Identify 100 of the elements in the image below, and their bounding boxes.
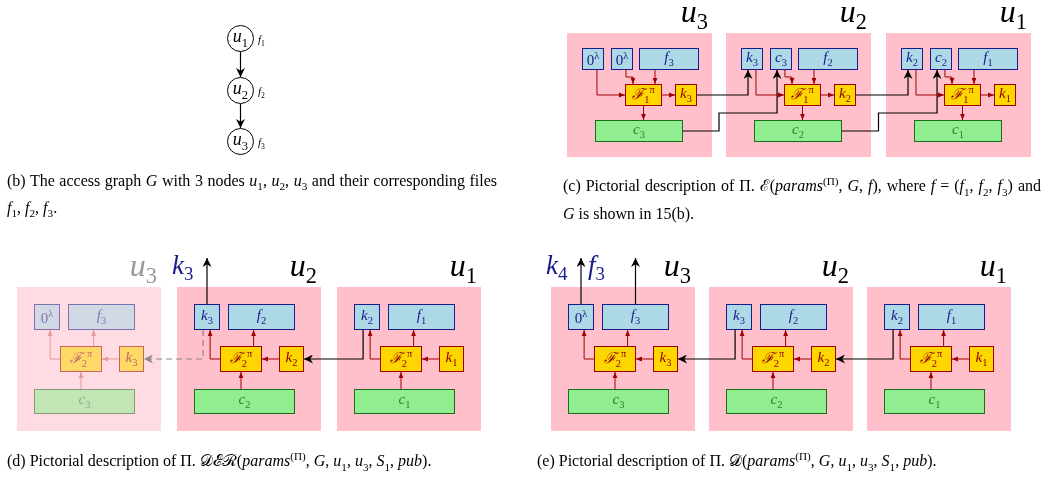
arrow (238, 371, 244, 390)
arrow (661, 92, 676, 98)
arrow (897, 329, 911, 360)
caption: (c) Pictorial description of Π. ℰ(params$^{(Π)}$, G, f), where f = (f$_{1}$, f$_{2}$, f$_{3}$) and G is shown in 15(b). (563, 174, 1041, 225)
arrow (682, 69, 782, 132)
ciphertext-box: c$_{2}$ (194, 389, 295, 414)
ciphertext-box: c$_{1}$ (884, 389, 985, 414)
key-box: k$_{2}$ (811, 346, 836, 372)
arrow (755, 69, 785, 98)
caption: (d) Pictorial description of Π. 𝒟ℰℛ(params$^{(Π)}$, G, u$_{1}$, u$_{3}$, S$_{1}$, pub). (7, 449, 433, 475)
arrow (78, 371, 84, 390)
arrow (811, 69, 817, 85)
input-box: 0$^{λ}$ (611, 48, 633, 70)
arrow (855, 69, 913, 96)
input-box: f$_{1}$ (388, 304, 455, 330)
node-heading: u$_{3}$ (663, 247, 691, 291)
arrow (941, 329, 946, 347)
file-label: f$_{1}$ (258, 33, 265, 49)
output-label: k$_{3}$ (172, 250, 194, 290)
caption: (b) The access graph G with 3 nodes u$_{1}$, u$_{2}$, u$_{3}$ and their corresponding files f$_{1}$, f$_{2}$, f$_{3}$. (7, 171, 497, 222)
input-box: k$_{2}$ (354, 304, 380, 330)
ciphertext-box: c$_{1}$ (914, 120, 1002, 142)
input-box: f$_{1}$ (918, 304, 985, 330)
input-box: k$_{3}$ (726, 304, 752, 330)
input-box: k$_{2}$ (901, 48, 923, 70)
arrow (101, 356, 120, 362)
file-label: f$_{3}$ (258, 136, 265, 152)
arrow (635, 356, 654, 362)
node-heading: u$_{2}$ (839, 0, 867, 37)
input-box: f$_{3}$ (68, 304, 135, 330)
arrow (677, 329, 736, 364)
input-box: f$_{1}$ (958, 48, 1018, 70)
arrow (91, 329, 96, 347)
output-label: f$_{3}$ (588, 250, 605, 290)
key-box: k$_{1}$ (969, 346, 994, 372)
arrow (398, 371, 404, 390)
ciphertext-box: c$_{3}$ (595, 120, 683, 142)
arrow (625, 329, 630, 347)
key-box: k$_{1}$ (994, 84, 1016, 106)
arrow (800, 105, 805, 121)
ciphertext-box: c$_{3}$ (34, 389, 135, 414)
arrow (303, 329, 364, 364)
arrow (625, 69, 636, 85)
arrow (944, 69, 955, 85)
key-box: k$_{3}$ (675, 84, 697, 106)
key-box: k$_{1}$ (439, 346, 464, 372)
arrow (770, 371, 776, 390)
arrow (367, 329, 381, 360)
arrow (641, 105, 646, 121)
arrow (783, 329, 788, 347)
node-heading: u$_{3}$ (129, 247, 157, 291)
arrow (576, 257, 586, 305)
input-box: f$_{3}$ (602, 304, 669, 330)
ciphertext-box: c$_{1}$ (354, 389, 455, 414)
arrow (261, 356, 280, 362)
arrow (928, 371, 934, 390)
file-label: f$_{2}$ (258, 85, 265, 101)
key-box: k$_{3}$ (653, 346, 678, 372)
arrow (652, 69, 658, 85)
caption: (e) Pictorial description of Π. 𝒟(params$^{(Π)}$, G, u$_{1}$, u$_{3}$, S$_{1}$, pub). (537, 449, 938, 475)
arrow (47, 329, 61, 360)
arrow (915, 69, 945, 98)
arrow (784, 69, 795, 85)
input-box: 0$^{λ}$ (582, 48, 604, 70)
arrow (820, 92, 835, 98)
input-box: 0$^{λ}$ (34, 304, 60, 330)
input-box: k$_{3}$ (194, 304, 220, 330)
arrow (421, 356, 440, 362)
arrow (596, 69, 626, 98)
arrow (143, 329, 204, 364)
arrow (236, 51, 245, 78)
input-box: c$_{2}$ (930, 48, 952, 70)
input-box: k$_{2}$ (884, 304, 910, 330)
arrow (236, 103, 245, 129)
node-heading: u$_{2}$ (289, 247, 317, 291)
arrow (411, 329, 416, 347)
arrow (251, 329, 256, 347)
arrow (581, 329, 595, 360)
ciphertext-box: c$_{2}$ (726, 389, 827, 414)
arrow (207, 329, 221, 360)
node-heading: u$_{1}$ (449, 247, 477, 291)
input-box: f$_{3}$ (639, 48, 699, 70)
arrow (202, 257, 212, 305)
key-box: k$_{2}$ (279, 346, 304, 372)
input-box: k$_{3}$ (741, 48, 763, 70)
arrow (612, 371, 618, 390)
arrow (793, 356, 812, 362)
ciphertext-box: c$_{2}$ (754, 120, 842, 142)
arrow (841, 69, 942, 132)
arrow (960, 105, 965, 121)
input-box: c$_{3}$ (770, 48, 792, 70)
node-heading: u$_{3}$ (680, 0, 708, 37)
arrow (980, 92, 995, 98)
arrow (971, 69, 977, 85)
node-heading: u$_{1}$ (999, 0, 1027, 37)
key-box: k$_{3}$ (119, 346, 144, 372)
input-box: f$_{2}$ (760, 304, 827, 330)
input-box: 0$^{λ}$ (568, 304, 594, 330)
arrow (951, 356, 970, 362)
ciphertext-box: c$_{3}$ (568, 389, 669, 414)
